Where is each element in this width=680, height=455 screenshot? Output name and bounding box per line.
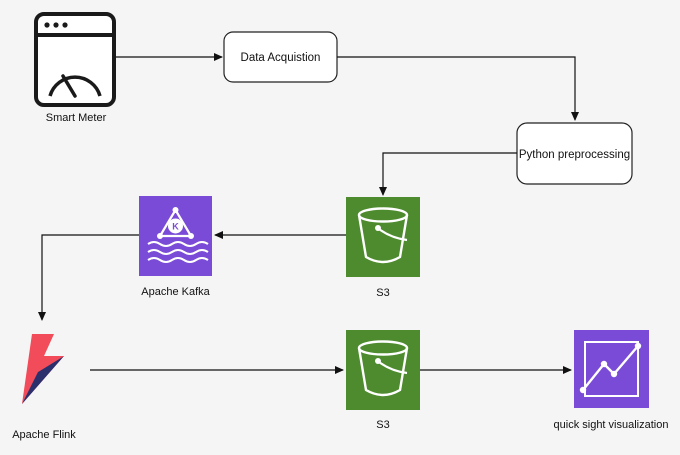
python-preprocessing-label: Python preprocessing [519,149,630,161]
s3-bottom-icon [346,330,420,410]
s3-bottom-label: S3 [376,419,389,431]
apache-flink-label: Apache Flink [12,429,76,441]
apache-flink-icon [22,334,64,404]
arrow-acquisition-to-python [337,56,579,121]
data-acquisition-label: Data Acquistion [241,52,321,64]
svg-text:K: K [172,222,179,232]
arrow-python-to-s3 [379,152,517,196]
s3-top-label: S3 [376,287,389,299]
apache-kafka-icon: K [139,196,212,276]
python-preprocessing-box: Python preprocessing [516,122,633,185]
data-acquisition-box: Data Acquistion [223,31,338,83]
smart-meter-label: Smart Meter [46,112,107,124]
apache-kafka-label: Apache Kafka [141,286,210,298]
arrow-kafka-to-flink [38,234,139,321]
smart-meter-icon [34,12,116,107]
quicksight-label: quick sight visualization [554,419,669,431]
s3-top-icon [346,197,420,277]
quicksight-icon [574,330,649,408]
